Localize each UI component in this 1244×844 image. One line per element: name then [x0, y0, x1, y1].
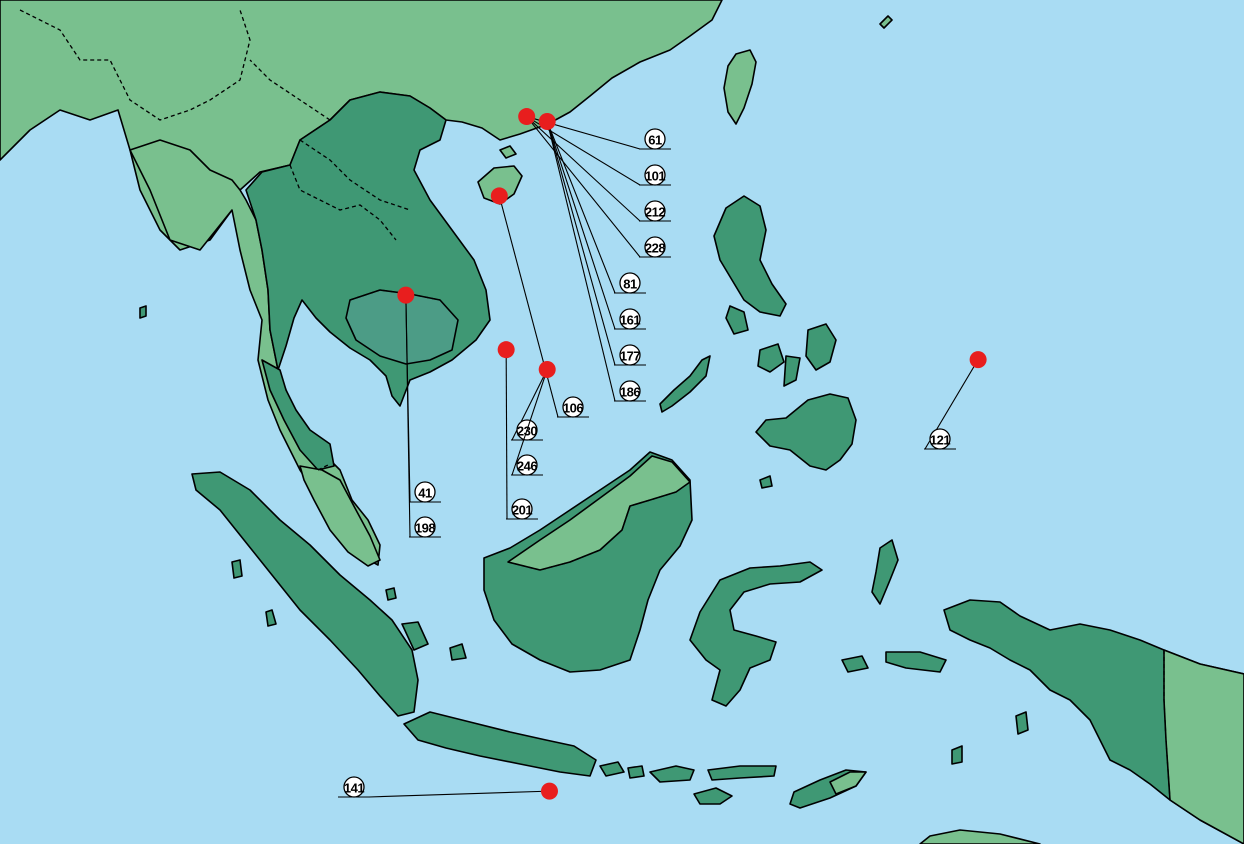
label-badge-201 — [511, 498, 533, 520]
land-flores — [707, 765, 777, 781]
land-lombok — [627, 765, 645, 779]
leader-line-228 — [526, 116, 641, 258]
land-buru — [841, 655, 869, 673]
land-sumba — [693, 787, 733, 805]
leader-line-201 — [505, 349, 508, 520]
label-number: 121 — [930, 433, 950, 448]
label-badge-186 — [619, 380, 641, 402]
label-badge-177 — [619, 344, 641, 366]
leader-line-198 — [405, 295, 411, 538]
label-number: 61 — [648, 133, 662, 148]
border-3 — [299, 139, 411, 211]
leader-line-141 — [368, 790, 550, 798]
label-badge-228 — [644, 236, 666, 258]
site-marker-m1[interactable] — [518, 108, 536, 126]
land-taiwan — [723, 49, 757, 125]
label-badge-81 — [619, 272, 641, 294]
land-bottom-islet — [919, 829, 1041, 844]
site-markers: 61 101 212 228 81 161 177 186 106 41 198 201 230 246 1… — [338, 108, 987, 800]
site-marker-m8[interactable] — [540, 782, 558, 800]
land-timor-east — [829, 771, 867, 795]
label-number: 201 — [512, 503, 532, 518]
land-samar-leyte — [805, 323, 837, 371]
land-sumbawa — [649, 765, 695, 783]
land-sumatra — [191, 471, 419, 717]
label-badge-161 — [619, 308, 641, 330]
land-hainan — [477, 165, 523, 205]
site-marker-m6[interactable] — [538, 361, 556, 379]
label-number: 101 — [645, 169, 665, 184]
site-marker-m5[interactable] — [497, 341, 515, 359]
label-number: 106 — [563, 401, 583, 416]
site-marker-m7[interactable] — [969, 351, 987, 369]
leader-line-161 — [546, 121, 616, 330]
land-islet-1 — [879, 15, 893, 29]
label-number: 81 — [623, 277, 637, 292]
land-nias — [231, 559, 243, 579]
label-number: 212 — [645, 205, 665, 220]
land-andaman — [139, 305, 147, 319]
land-bangka — [401, 621, 429, 651]
land-sulu — [759, 475, 773, 489]
land-mindoro — [725, 305, 749, 335]
leader-line-81 — [546, 121, 616, 294]
label-number: 141 — [344, 781, 364, 796]
label-badge-121 — [929, 428, 951, 450]
label-badge-141 — [343, 776, 365, 798]
leader-line-246 — [511, 369, 548, 476]
border-6 — [317, 463, 331, 471]
land-bali — [599, 761, 625, 777]
leader-line-106 — [498, 195, 559, 418]
land-sulawesi — [689, 561, 823, 707]
land-islet-2 — [499, 145, 517, 159]
label-number: 41 — [418, 486, 432, 501]
land-seram — [885, 651, 947, 673]
land-malay-peninsula — [261, 359, 335, 471]
label-number: 161 — [620, 313, 640, 328]
label-badge-101 — [644, 164, 666, 186]
label-number: 186 — [620, 385, 640, 400]
leader-line-186 — [546, 121, 616, 402]
label-badge-246 — [516, 454, 538, 476]
label-number: 228 — [645, 241, 665, 256]
land-luzon — [713, 195, 787, 317]
land-visayas — [757, 343, 785, 373]
site-marker-m4[interactable] — [397, 286, 415, 304]
site-marker-m3[interactable] — [490, 187, 508, 205]
border-1 — [19, 9, 251, 121]
border-8 — [1163, 650, 1171, 801]
label-badge-41 — [414, 481, 436, 503]
border-5 — [349, 289, 441, 301]
land-riau — [385, 587, 397, 601]
land-java — [403, 711, 597, 777]
land-mentawai — [265, 609, 277, 627]
border-7 — [507, 491, 677, 571]
land-belitung — [449, 643, 467, 661]
label-badge-106 — [562, 396, 584, 418]
land-aru — [1015, 711, 1029, 735]
land-panay — [783, 355, 801, 387]
label-number: 246 — [517, 459, 537, 474]
label-number: 230 — [517, 424, 537, 439]
land-kai — [951, 745, 963, 765]
leader-line-212 — [526, 116, 641, 222]
label-number: 177 — [620, 349, 640, 364]
land-halmahera — [871, 539, 899, 605]
border-2 — [289, 164, 397, 241]
land-mindanao — [755, 393, 857, 471]
label-badge-61 — [644, 128, 666, 150]
land-malaysia-west — [299, 465, 381, 567]
land-palawan — [659, 355, 711, 413]
land-borneo — [483, 451, 693, 673]
label-badge-198 — [414, 516, 436, 538]
label-number: 198 — [415, 521, 435, 536]
border-4 — [249, 59, 331, 121]
site-marker-m2[interactable] — [538, 113, 556, 131]
label-badge-212 — [644, 200, 666, 222]
leader-line-177 — [546, 121, 616, 366]
